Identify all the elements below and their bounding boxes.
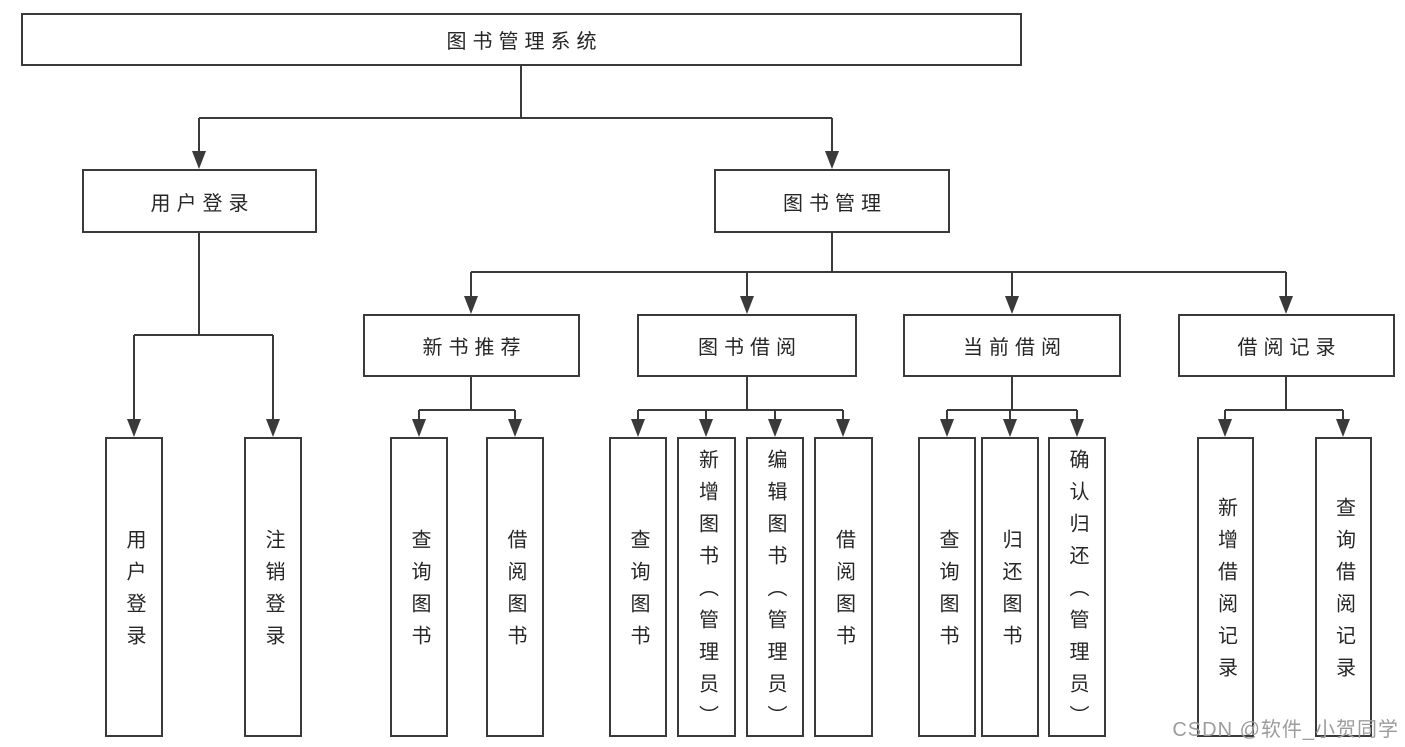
arrow-down-icon [127, 419, 141, 437]
arrow-down-icon [192, 151, 206, 169]
arrow-down-icon [825, 151, 839, 169]
leaf-logout-label: 注销登录 [262, 529, 284, 657]
node-root: 图书管理系统 [21, 13, 1022, 66]
node-root-label: 图书管理系统 [446, 31, 603, 53]
leaf-confirm-return-admin-label: 确认归还（管理员） [1066, 449, 1088, 737]
leaf-query-books-current-label: 查询图书 [936, 529, 958, 657]
leaf-return-books-label: 归还图书 [999, 529, 1021, 657]
arrow-down-icon [1218, 419, 1232, 437]
connector-current-borrow [946, 376, 1078, 421]
arrow-down-icon [1070, 419, 1084, 437]
leaf-query-books-borrow: 查询图书 [609, 437, 667, 737]
leaf-borrow-books-recommend: 借阅图书 [486, 437, 544, 737]
leaf-add-borrow-record-label: 新增借阅记录 [1214, 497, 1237, 689]
node-borrow-records-label: 借阅记录 [1237, 337, 1342, 359]
arrow-down-icon [699, 419, 713, 437]
arrow-down-icon [1003, 419, 1017, 437]
node-user-login-label: 用户登录 [150, 192, 255, 215]
leaf-query-books-recommend: 查询图书 [390, 437, 448, 737]
leaf-borrow-books: 借阅图书 [814, 437, 873, 737]
leaf-query-books-recommend-label: 查询图书 [408, 529, 430, 657]
connector-book-management [470, 232, 1287, 298]
node-book-borrow: 图书借阅 [637, 314, 857, 377]
arrow-down-icon [412, 419, 426, 437]
leaf-user-login: 用户登录 [105, 437, 163, 737]
leaf-add-borrow-record: 新增借阅记录 [1197, 437, 1254, 737]
leaf-add-books-admin: 新增图书（管理员） [677, 437, 736, 737]
connector-new-book-recommend [418, 376, 516, 421]
connector-root [198, 66, 833, 153]
arrow-down-icon [1336, 419, 1350, 437]
node-book-management-label: 图书管理 [783, 192, 887, 215]
arrow-down-icon [464, 296, 478, 314]
arrow-down-icon [266, 419, 280, 437]
leaf-query-books-borrow-label: 查询图书 [627, 529, 649, 657]
node-new-book-recommend: 新书推荐 [363, 314, 580, 377]
leaf-confirm-return-admin: 确认归还（管理员） [1048, 437, 1106, 737]
leaf-borrow-books-label: 借阅图书 [832, 529, 855, 657]
arrow-down-icon [631, 419, 645, 437]
watermark: CSDN @软件_小贺同学 [1172, 719, 1399, 741]
leaf-edit-books-admin: 编辑图书（管理员） [746, 437, 804, 737]
leaf-edit-books-admin-label: 编辑图书（管理员） [764, 449, 786, 737]
node-borrow-records: 借阅记录 [1178, 314, 1395, 377]
leaf-query-books-current: 查询图书 [918, 437, 976, 737]
leaf-query-borrow-record: 查询借阅记录 [1315, 437, 1372, 737]
leaf-user-login-label: 用户登录 [123, 529, 145, 657]
node-new-book-recommend-label: 新书推荐 [422, 337, 527, 359]
node-current-borrow-label: 当前借阅 [963, 337, 1067, 359]
arrow-down-icon [740, 296, 754, 314]
node-book-borrow-label: 图书借阅 [698, 337, 802, 359]
leaf-borrow-books-recommend-label: 借阅图书 [504, 529, 526, 657]
node-user-login: 用户登录 [82, 169, 317, 233]
arrow-down-icon [1279, 296, 1293, 314]
leaf-add-books-admin-label: 新增图书（管理员） [695, 449, 718, 737]
connector-book-borrow [637, 376, 844, 421]
arrow-down-icon [940, 419, 954, 437]
connector-borrow-records [1224, 376, 1344, 421]
leaf-logout: 注销登录 [244, 437, 302, 737]
leaf-return-books: 归还图书 [981, 437, 1039, 737]
leaf-query-borrow-record-label: 查询借阅记录 [1332, 497, 1355, 689]
arrow-down-icon [768, 419, 782, 437]
node-book-management: 图书管理 [714, 169, 950, 233]
arrow-down-icon [1005, 296, 1019, 314]
node-current-borrow: 当前借阅 [903, 314, 1121, 377]
arrow-down-icon [508, 419, 522, 437]
arrow-down-icon [836, 419, 850, 437]
connector-user-login [133, 232, 274, 421]
